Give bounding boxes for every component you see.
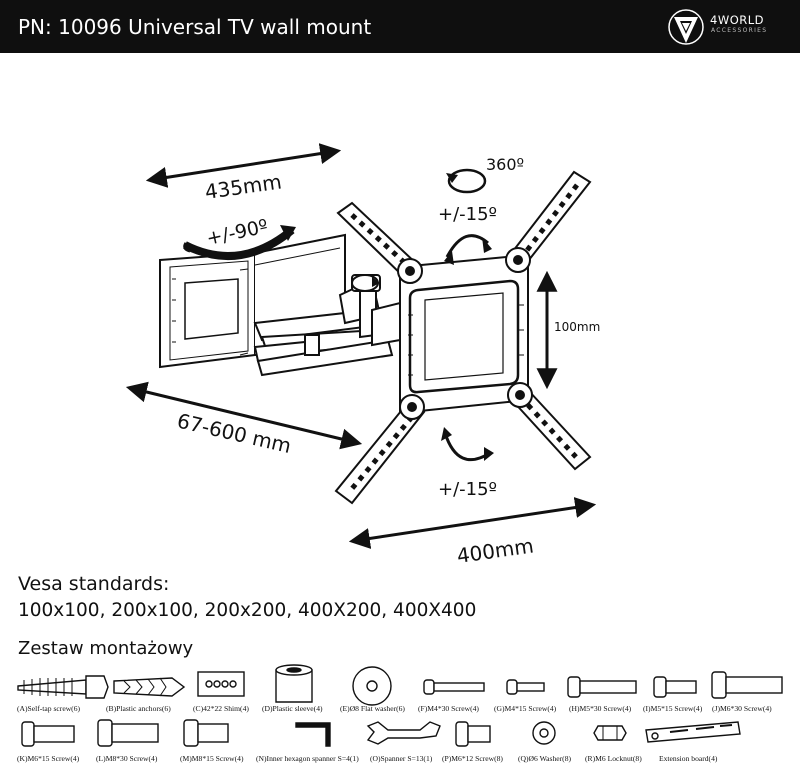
bracket-arm-bottom-right [507, 382, 592, 471]
part-label-b: (B)Plastic anchors(6) [106, 704, 171, 713]
spanner-icon [366, 721, 441, 745]
tv-bracket [399, 253, 529, 415]
label-rotation-90: +/-90º [204, 215, 270, 249]
hex-spanner-icon [295, 722, 331, 747]
m6x30-screw-icon [711, 671, 783, 699]
part-label-h: (H)M5*30 Screw(4) [569, 704, 632, 713]
self-tap-screw-icon [17, 675, 109, 699]
part-label-i: (I)M5*15 Screw(4) [643, 704, 703, 713]
m8x15-screw-icon [183, 719, 229, 747]
dimension-arrow-extension [125, 381, 363, 450]
label-rotation-360: 360º [486, 155, 524, 174]
part-label-d: (D)Plastic sleeve(4) [262, 704, 323, 713]
flat-washer-icon [352, 666, 392, 706]
m6x15-screw-icon [21, 721, 75, 747]
kit-title: Zestaw montażowy [18, 638, 194, 659]
swivel-knob [351, 274, 380, 292]
label-tilt-bottom: +/-15º [438, 479, 497, 500]
part-label-j: (J)M6*30 Screw(4) [712, 704, 772, 713]
vesa-title: Vesa standards: [18, 573, 170, 595]
part-label-a: (A)Self-tap screw(6) [17, 704, 81, 713]
brand-logo-icon [668, 9, 704, 45]
label-height-100: 100mm [554, 320, 600, 334]
bracket-arm-top-left [336, 201, 423, 284]
m6x12-screw-icon [455, 721, 491, 747]
part-label-g: (G)M4*15 Screw(4) [494, 704, 557, 713]
part-label-o: (O)Spanner S=13(1) [370, 754, 433, 763]
part-label-e: (E)Ø8 Flat washer(6) [340, 704, 405, 713]
m8x30-screw-icon [97, 719, 159, 747]
part-label-l: (L)M8*30 Screw(4) [96, 754, 158, 763]
articulating-arms [253, 274, 401, 377]
bracket-arm-bottom-left [334, 394, 426, 505]
rotation-arrow-arm [183, 225, 296, 261]
label-extension: 67-600 mm [175, 408, 294, 458]
part-label-f: (F)M4*30 Screw(4) [418, 704, 479, 713]
part-label-q: (Q)Ø6 Washer(8) [518, 754, 572, 763]
part-label-m: (M)M8*15 Screw(4) [180, 754, 244, 763]
label-tilt-top: +/-15º [438, 204, 497, 225]
m5x30-screw-icon [567, 676, 637, 698]
shim-icon [197, 671, 245, 697]
m5x15-screw-icon [653, 676, 697, 698]
part-label-p: (P)M6*12 Screw(8) [442, 754, 503, 763]
header-bar: PN: 10096 Universal TV wall mount 4WORLD… [0, 0, 800, 53]
hardware-kit: (A)Self-tap screw(6) (B)Plastic anchors(… [0, 660, 800, 769]
vesa-standards-list: 100x100, 200x100, 200x200, 400X200, 400X… [18, 600, 477, 621]
m4x15-screw-icon [506, 679, 545, 695]
bracket-arm-top-right [505, 170, 592, 273]
plastic-sleeve-icon [275, 664, 313, 703]
part-label-n: (N)Inner hexagon spanner S=4(1) [256, 754, 359, 763]
part-label-extension-board: Extension board(4) [659, 754, 718, 763]
label-depth-435: 435mm [203, 169, 283, 204]
label-width-400: 400mm [455, 533, 535, 568]
part-label-k: (K)M6*15 Screw(4) [17, 754, 80, 763]
m4x30-screw-icon [423, 679, 485, 695]
brand-name: 4WORLD [710, 13, 764, 27]
wall-mount-diagram: 435mm +/-90º 360º +/-15º 100mm 67-600 mm… [125, 143, 600, 568]
dimension-arrow-top [145, 143, 342, 188]
extension-board-icon [645, 721, 741, 743]
part-label-c: (C)42*22 Shim(4) [193, 704, 249, 713]
washer-icon [532, 721, 556, 745]
hardware-icons [17, 664, 783, 747]
plastic-anchor-icon [113, 677, 186, 697]
rotation-arrow-360 [446, 168, 487, 194]
locknut-icon [593, 725, 627, 741]
dimension-arrow-width [348, 497, 597, 549]
part-label-r: (R)M6 Locknut(8) [585, 754, 642, 763]
page-title: PN: 10096 Universal TV wall mount [18, 15, 372, 39]
brand-tagline: ACCESSORIES [711, 27, 768, 34]
tilt-arrow-bottom [441, 427, 494, 462]
tilt-arrow-top [444, 234, 492, 265]
